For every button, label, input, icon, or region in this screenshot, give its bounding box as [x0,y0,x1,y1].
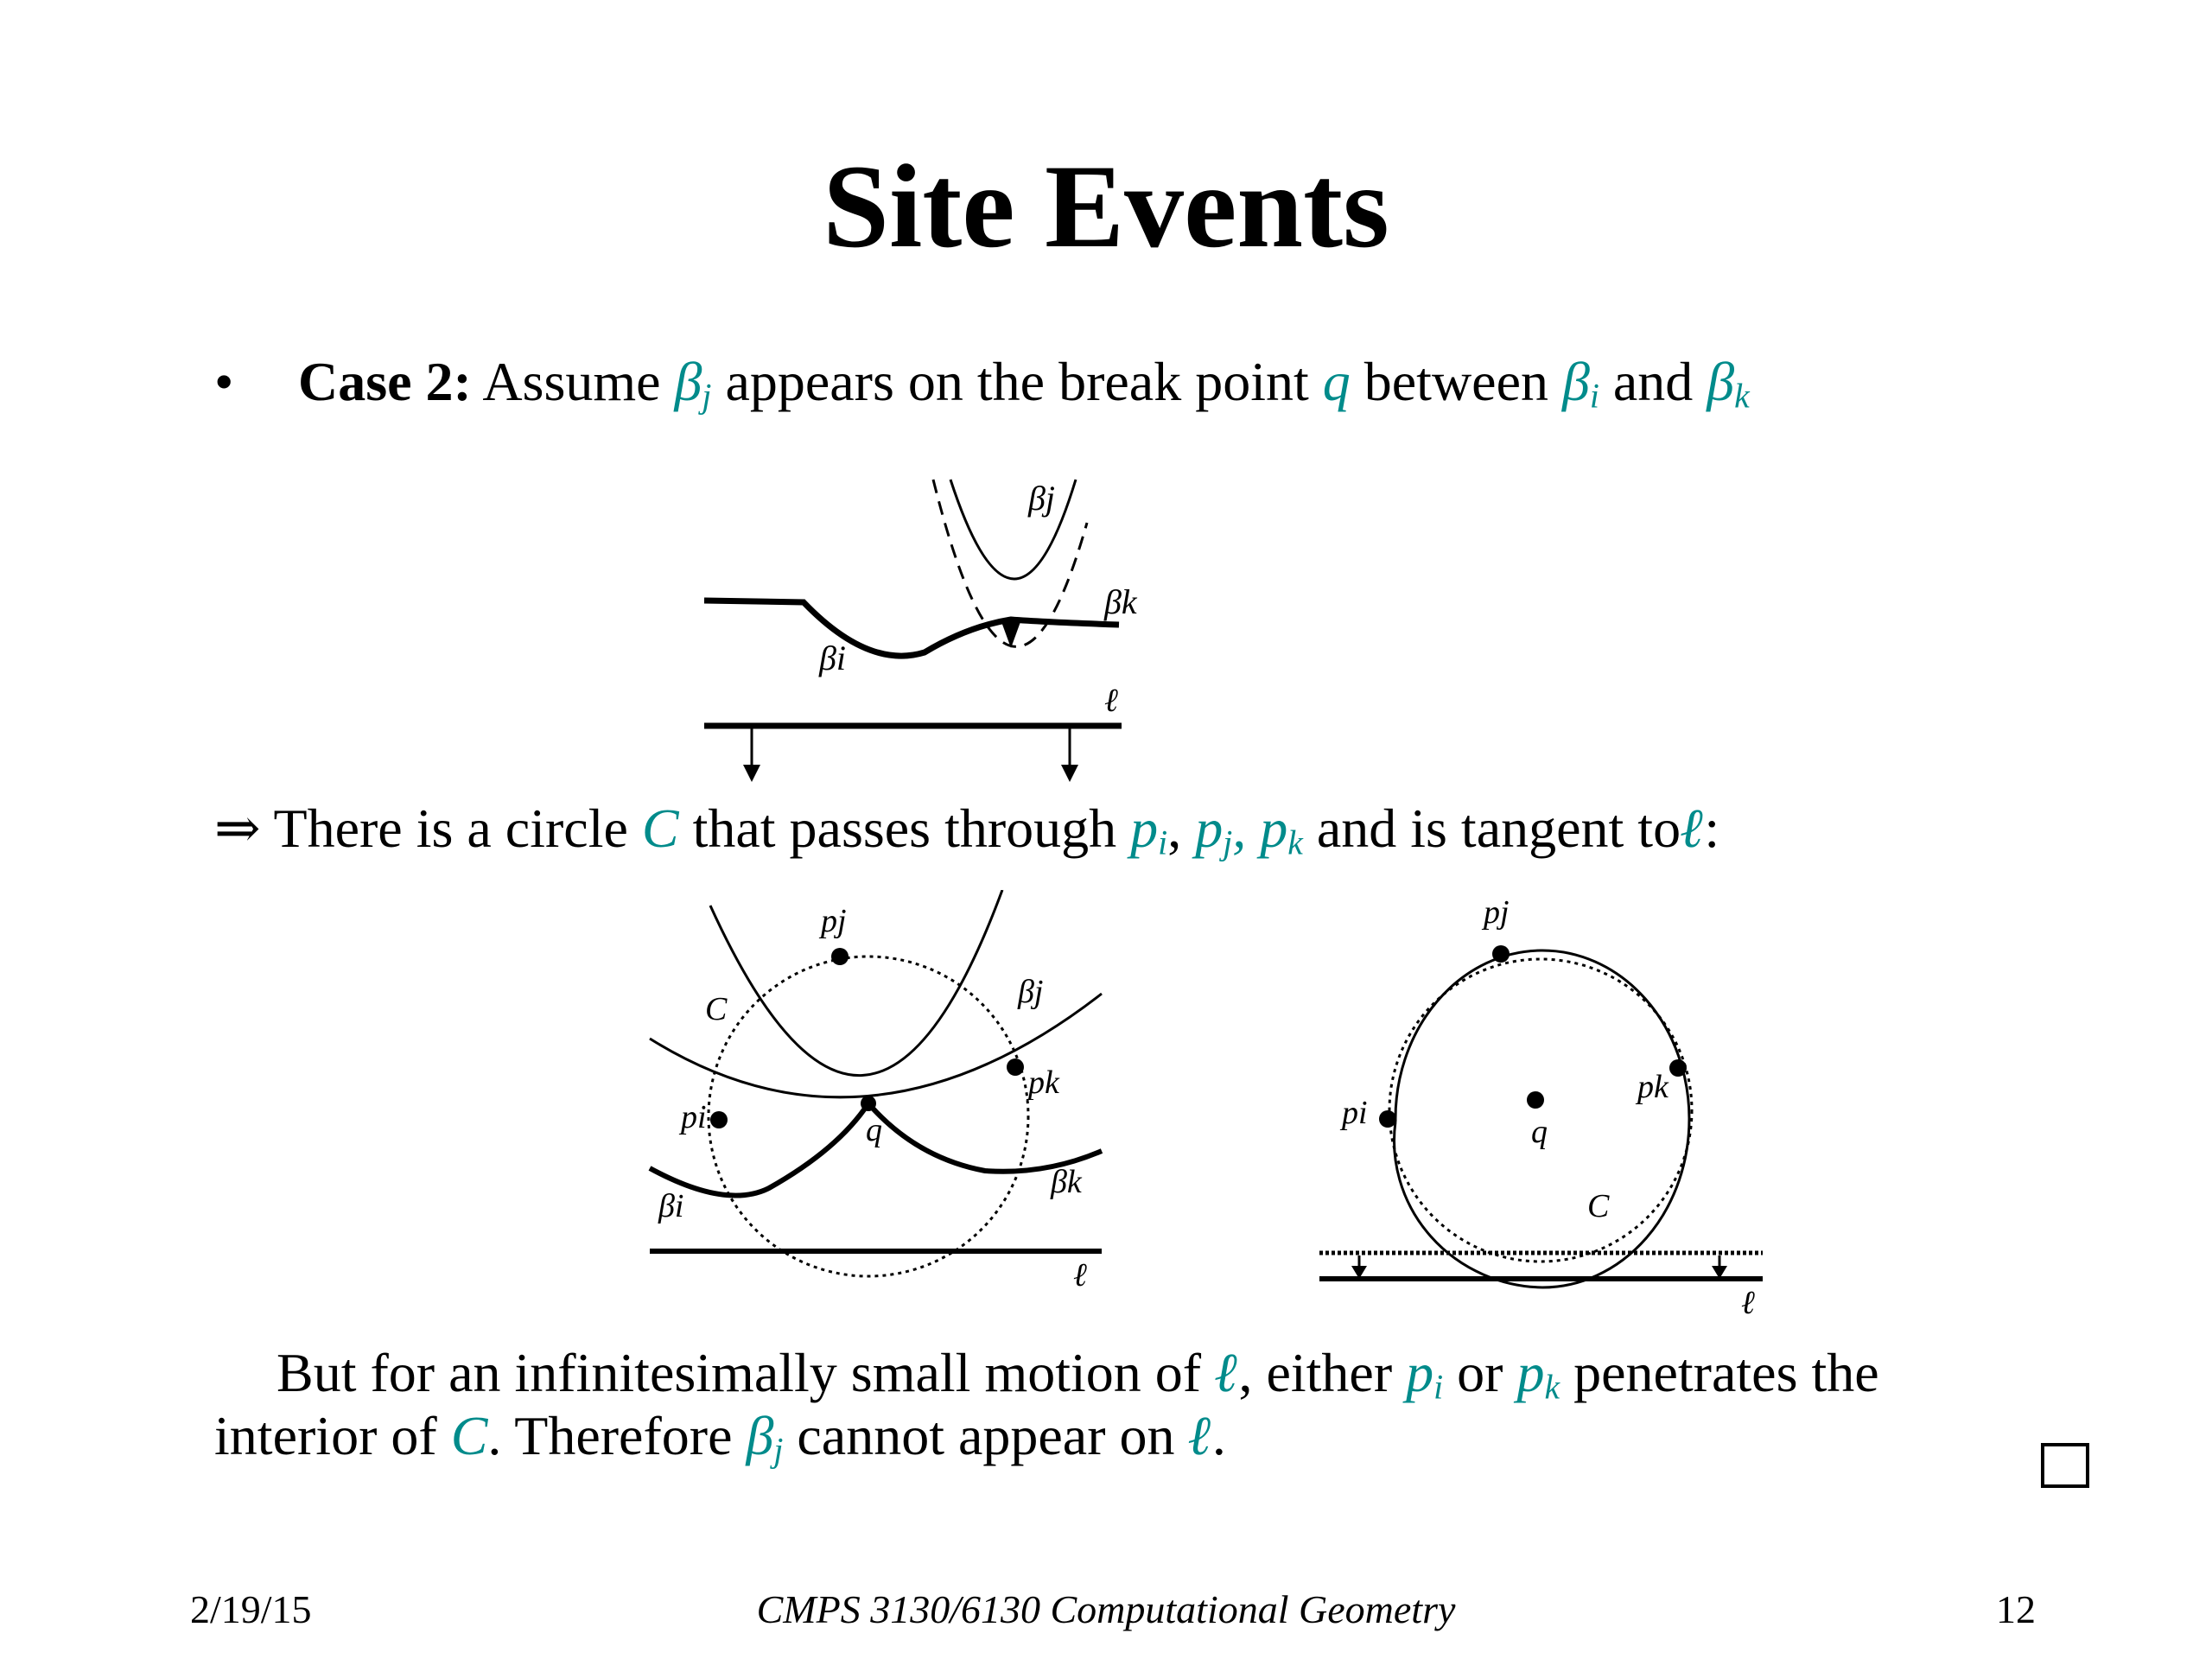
p-i-inline-3: pi [1406,1342,1444,1407]
C-inline: C [641,798,679,859]
line4-text-therefore: . Therefore [487,1405,733,1466]
footer-course: CMPS 3130/6130 Computational Geometry [756,1587,1456,1631]
label-ell-right: ℓ [1741,1285,1755,1321]
label-p-k-right: pk [1635,1069,1669,1105]
label-p-k-left: pk [1026,1065,1060,1101]
case-text-and: and [1612,351,1694,412]
ell-inline-4: ℓ [1188,1405,1212,1466]
label-p-i-right: pi [1339,1095,1368,1131]
case-label: Case 2: [298,351,472,412]
line3-text-penetrates: penetrates the [1573,1342,1879,1403]
label-p-j-left: pj [818,903,847,939]
p-k-inline-3: pk [1516,1342,1560,1407]
label-beta-j-top: βj [1027,479,1055,518]
beta-j-inline-4: βj [746,1405,784,1470]
label-beta-i-left: βi [658,1188,683,1224]
case-text-assume: Assume [482,351,661,412]
label-beta-i-top: βi [818,639,846,677]
bullet-line-case2: • [214,350,233,414]
p-k-inline: pk [1260,798,1303,862]
label-q-left: q [866,1112,882,1148]
ell-inline-2: ℓ [1681,798,1705,859]
label-q-right: q [1531,1114,1548,1150]
line3-text-either: , either [1238,1342,1393,1403]
line3-text-or: or [1457,1342,1503,1403]
line3-text-motion: But for an infinitesimally small motion … [276,1342,1202,1403]
p-j-inline: pj [1195,798,1233,862]
label-C-right: C [1587,1188,1610,1224]
ell-inline-3: ℓ [1215,1342,1239,1403]
implies-symbol: ⇒ [214,798,261,859]
beta-i-inline: βi [1561,351,1599,416]
top-diagram: βj βk βi ℓ [703,479,1138,782]
footer-date: 2/19/15 [190,1587,312,1631]
C-inline-4: C [450,1405,488,1466]
case-text-appears: appears on the break point [725,351,1309,412]
label-ell-left: ℓ [1073,1257,1087,1294]
line2-text-tangent: and is tangent to [1316,798,1681,859]
line4-text-cannot: cannot appear on [797,1405,1175,1466]
slide-title: Site Events [823,140,1389,272]
qed-box-icon [2041,1443,2089,1488]
case-text-between: between [1363,351,1548,412]
case2-text: Case 2: Assume βj appears on the break p… [298,350,1750,416]
line4-text-interior: interior of [214,1405,437,1466]
label-beta-k-top: βk [1103,582,1138,621]
label-p-i-left: pi [678,1099,707,1135]
line2-text-circle: There is a circle [273,798,628,859]
bullet-symbol: • [214,351,234,412]
left-diagram: pj C βj pk pi q βk βi ℓ [648,890,1103,1294]
beta-j-inline: βj [674,351,712,416]
p-i-inline: pi [1130,798,1168,862]
line2-text-passes: that passes through [692,798,1117,859]
q-inline: q [1322,351,1351,412]
label-beta-j-left: βj [1017,974,1043,1010]
conclusion-line-1: But for an infinitesimally small motion … [276,1341,1879,1408]
implies-line: ⇒ There is a circle C that passes throug… [214,798,1720,862]
footer-page-number: 12 [1996,1587,2036,1631]
label-ell-top: ℓ [1104,683,1118,719]
label-C-left: C [705,991,728,1027]
conclusion-line-2: interior of C. Therefore βj cannot appea… [214,1405,1226,1470]
right-diagram: pj pk pi q C ℓ [1319,894,1763,1321]
label-beta-k-left: βk [1050,1164,1083,1200]
beta-k-inline: βk [1707,351,1750,416]
label-p-j-right: pj [1481,894,1510,931]
